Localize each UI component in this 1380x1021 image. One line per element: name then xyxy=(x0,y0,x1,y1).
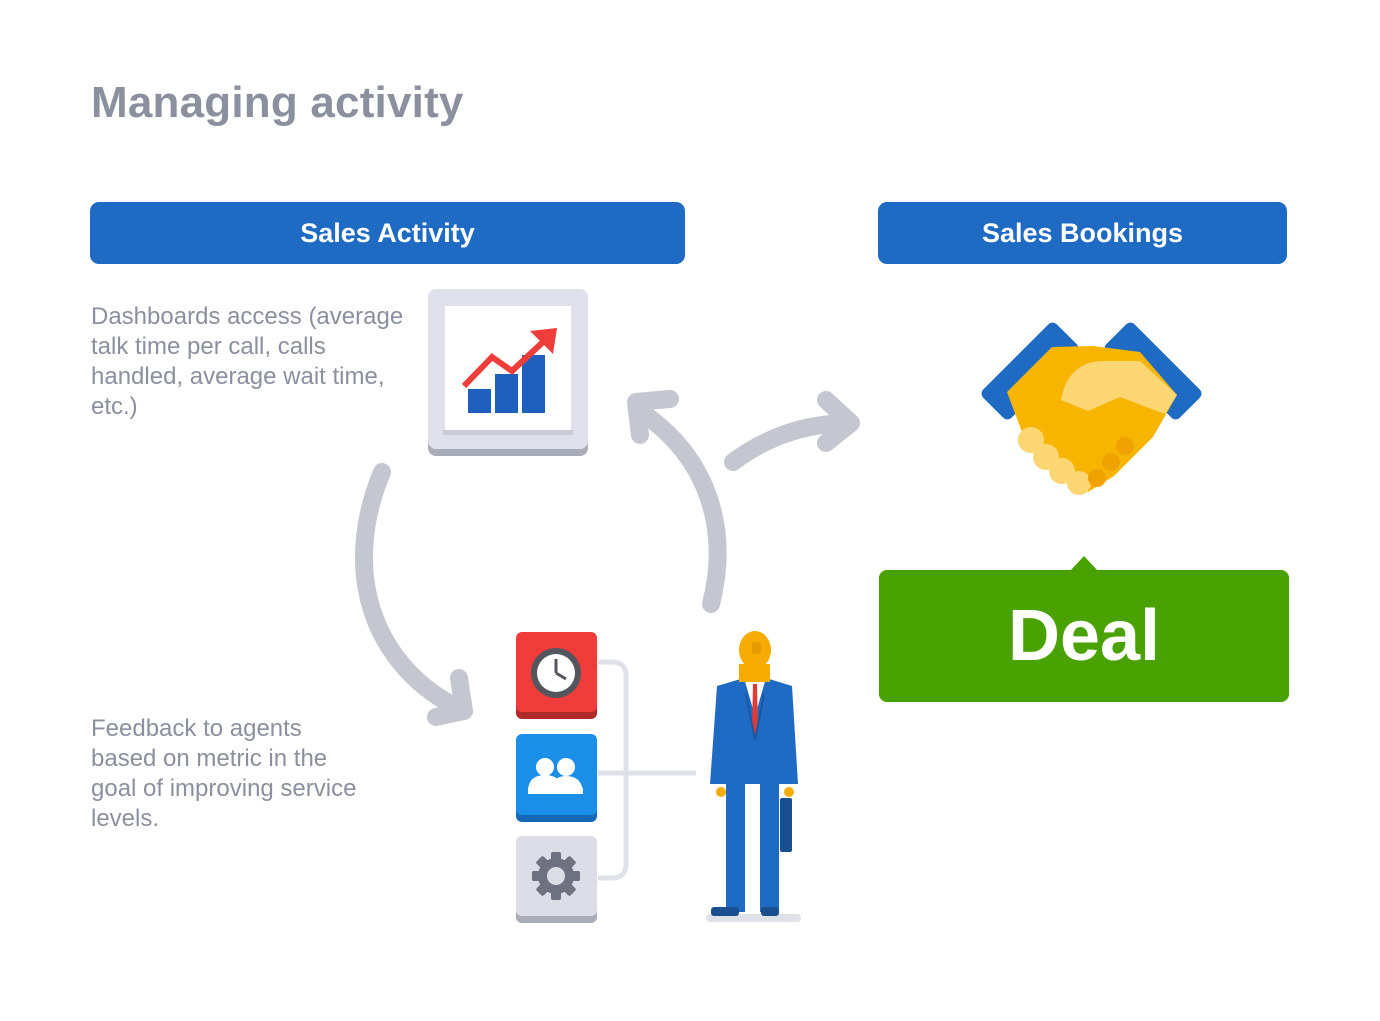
page-title: Managing activity xyxy=(91,78,464,127)
right-arrow-curve xyxy=(724,414,856,471)
feedback-note: Feedback to agents based on metric in th… xyxy=(91,715,357,832)
chart-growth-icon xyxy=(428,289,588,456)
clock-icon xyxy=(516,632,597,719)
users-icon xyxy=(516,734,597,822)
right-arrow-head xyxy=(817,391,860,452)
dashboards-note: Dashboards access (average talk time per… xyxy=(91,303,404,420)
down-arrow-head xyxy=(427,669,473,726)
handshake-icon xyxy=(981,322,1202,495)
up-arrow-head xyxy=(627,390,679,444)
connector-lines xyxy=(598,659,696,881)
deal-callout-tip xyxy=(1070,556,1098,571)
gear-icon xyxy=(516,836,597,923)
down-arrow-curve xyxy=(355,463,461,714)
up-arrow-curve xyxy=(632,403,727,613)
sales-bookings-header: Sales Bookings xyxy=(878,202,1287,264)
agent-figure xyxy=(706,631,801,922)
cycle-arrows xyxy=(355,390,860,726)
sales-activity-header: Sales Activity xyxy=(90,202,685,264)
deal-badge: Deal xyxy=(879,570,1289,702)
